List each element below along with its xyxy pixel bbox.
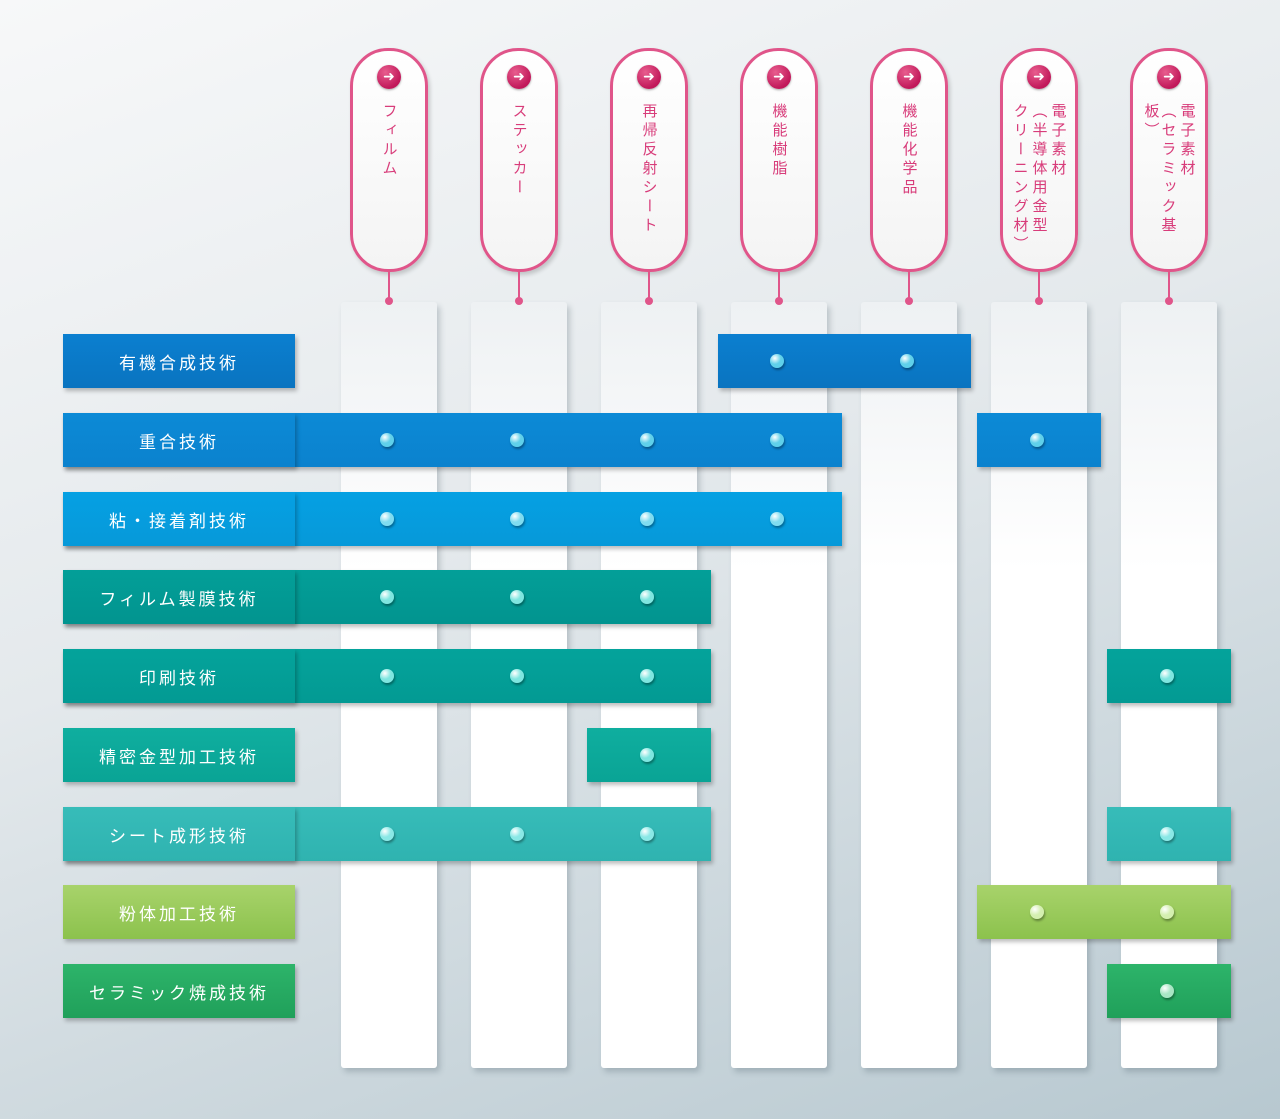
column-header-retro[interactable]: ➜ 再帰反射シート [610,48,688,272]
connector-line [908,272,910,300]
arrow-right-icon[interactable]: ➜ [897,65,921,89]
connector-dot [775,297,783,305]
column-header-line: ステッカー [510,103,529,198]
column-header-sticker[interactable]: ➜ ステッカー [480,48,558,272]
arrow-right-icon[interactable]: ➜ [1157,65,1181,89]
marker-dot [510,827,524,841]
column-header-line: フィルム [380,103,399,179]
column-chem [861,302,957,1068]
marker-dot [380,512,394,526]
marker-dot [770,512,784,526]
column-header-label: 機能樹脂 [743,103,815,263]
column-header-line: （半導体用金型 [1030,103,1049,236]
connector-dot [905,297,913,305]
column-header-line: 電子素材 [1178,103,1197,179]
marker-dot [640,512,654,526]
column-header-label: フィルム [353,103,425,263]
marker-dot [1160,669,1174,683]
connector-line [1038,272,1040,300]
row-label[interactable]: シート成形技術 [63,807,295,861]
column-header-label: 機能化学品 [873,103,945,263]
arrow-right-icon[interactable]: ➜ [767,65,791,89]
column-header-line: 電子素材 [1049,103,1068,179]
row-label[interactable]: セラミック焼成技術 [63,964,295,1018]
row-label[interactable]: フィルム製膜技術 [63,570,295,624]
column-header-line: 機能化学品 [900,103,919,198]
marker-dot [510,433,524,447]
marker-dot [1160,984,1174,998]
column-header-semi[interactable]: ➜ 電子素材（半導体用金型クリーニング材） [1000,48,1078,272]
row-label[interactable]: 印刷技術 [63,649,295,703]
connector-line [778,272,780,300]
connector-line [1168,272,1170,300]
column-header-chem[interactable]: ➜ 機能化学品 [870,48,948,272]
row-label[interactable]: 粘・接着剤技術 [63,492,295,546]
arrow-right-icon[interactable]: ➜ [377,65,401,89]
column-header-label: 電子素材（セラミック基板） [1133,103,1205,263]
column-header-label: 電子素材（半導体用金型クリーニング材） [1003,103,1075,263]
marker-dot [640,669,654,683]
marker-dot [510,590,524,604]
connector-line [388,272,390,300]
arrow-right-icon[interactable]: ➜ [507,65,531,89]
marker-dot [640,748,654,762]
connector-dot [385,297,393,305]
column-header-line: クリーニング材） [1011,103,1030,255]
marker-dot [770,354,784,368]
marker-dot [380,669,394,683]
row-label[interactable]: 重合技術 [63,413,295,467]
column-header-resin[interactable]: ➜ 機能樹脂 [740,48,818,272]
marker-dot [510,669,524,683]
column-header-label: 再帰反射シート [613,103,685,263]
marker-dot [1030,433,1044,447]
marker-dot [900,354,914,368]
connector-dot [1165,297,1173,305]
column-header-line: 機能樹脂 [770,103,789,179]
column-header-ceramic[interactable]: ➜ 電子素材（セラミック基板） [1130,48,1208,272]
connector-dot [515,297,523,305]
row-bar [718,334,971,388]
connector-line [648,272,650,300]
marker-dot [770,433,784,447]
marker-dot [640,433,654,447]
column-header-line: （セラミック基板） [1142,103,1178,236]
row-bar [977,885,1231,939]
connector-dot [645,297,653,305]
connector-line [518,272,520,300]
row-label[interactable]: 粉体加工技術 [63,885,295,939]
marker-dot [640,590,654,604]
marker-dot [380,590,394,604]
arrow-right-icon[interactable]: ➜ [637,65,661,89]
marker-dot [640,827,654,841]
column-header-film[interactable]: ➜ フィルム [350,48,428,272]
row-label[interactable]: 精密金型加工技術 [63,728,295,782]
marker-dot [1160,827,1174,841]
marker-dot [1160,905,1174,919]
arrow-right-icon[interactable]: ➜ [1027,65,1051,89]
marker-dot [1030,905,1044,919]
marker-dot [510,512,524,526]
connector-dot [1035,297,1043,305]
marker-dot [380,827,394,841]
row-label[interactable]: 有機合成技術 [63,334,295,388]
marker-dot [380,433,394,447]
column-header-line: 再帰反射シート [640,103,659,236]
column-header-label: ステッカー [483,103,555,263]
